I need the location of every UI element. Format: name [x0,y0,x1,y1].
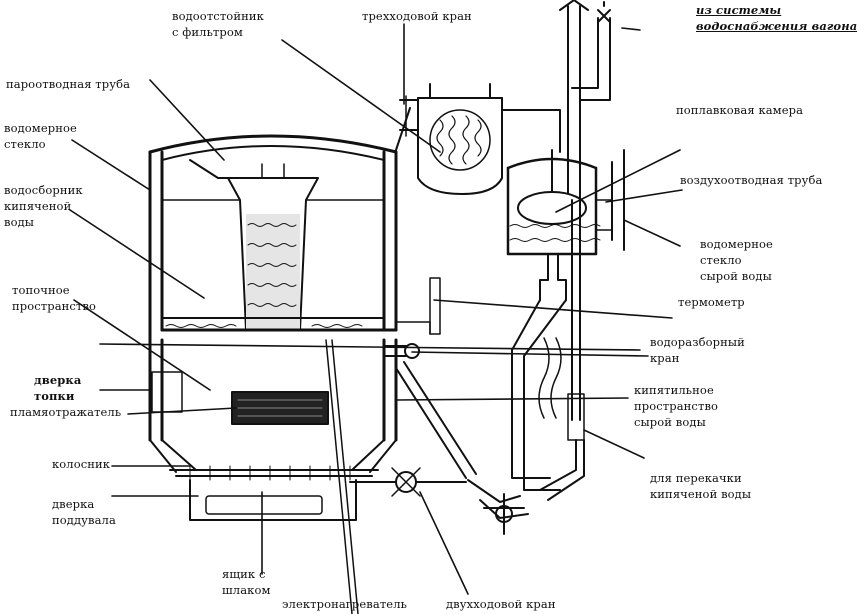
label-transfer-pump: для перекачки кипяченой воды [650,471,752,501]
filter-tank [395,83,561,195]
label-grate: колосник [52,457,111,471]
boiler-body [148,134,398,614]
label-draw-off-valve: водоразборный кран [650,335,745,365]
label-float-chamber: поплавковая камера [676,103,804,117]
label-flame-igniter: пламяотражатель [10,405,122,419]
label-three-way-valve: трехходовой кран [362,9,472,23]
thermometer [395,277,441,335]
label-gauge-glass-raw: водомерное стекло сырой воды [700,237,773,283]
leader-lines [69,23,683,595]
label-firebox-space: топочное пространство [12,283,97,313]
pipework [349,199,585,535]
label-electric-heater: электронагреватель [282,597,407,611]
label-steam-pipe: пароотводная труба [6,77,131,91]
water-supply-pipe [559,0,611,201]
label-water-tap-filter: водоотстойник с фильтром [172,9,264,39]
label-water-supply: из системы водоснабжения вагона [696,3,857,33]
label-air-pipe: воздухоотводная труба [680,173,823,187]
label-firebox-door: дверка топки [34,373,82,403]
label-thermometer: термометр [678,295,745,309]
label-boiling-space: кипятильное пространство сырой воды [634,383,719,429]
label-gauge-glass-boiled: водомерное стекло [4,121,77,151]
label-ash-door: дверка поддувала [52,497,116,527]
float-chamber [506,149,625,301]
label-two-way-valve: двухходовой кран [446,597,556,611]
label-ash-box: ящик с шлаком [222,567,271,597]
label-boiled-water-collector: водосборник кипяченой воды [4,183,83,229]
